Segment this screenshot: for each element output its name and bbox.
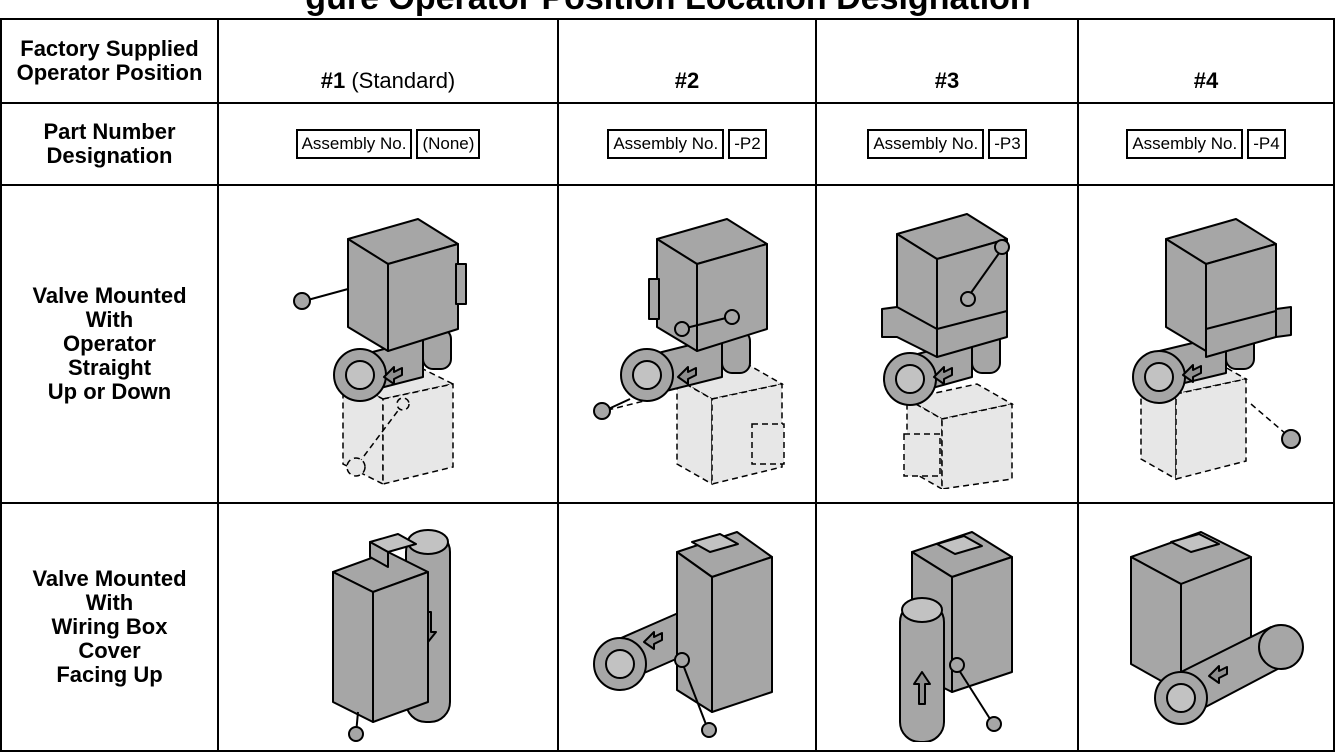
valve-illustration-cover-2	[557, 502, 817, 752]
valve-up-2-graphic	[593, 218, 785, 486]
valve-illustration-up-2	[557, 184, 817, 504]
valve-cover-4-graphic	[1130, 531, 1304, 725]
valve-illustration-up-4	[1077, 184, 1335, 504]
part-number-label: Part Number Designation	[0, 102, 219, 186]
valve-up-1-graphic	[293, 218, 467, 486]
valve-illustration-up-3	[815, 184, 1079, 504]
valve-cover-2-graphic	[593, 531, 773, 738]
valve-illustration-cover-3	[815, 502, 1079, 752]
assembly-no-box: Assembly No.	[1126, 129, 1244, 159]
valve-up-4-graphic	[1132, 218, 1301, 481]
assembly-no-box: Assembly No.	[295, 129, 413, 159]
header-row: Factory Supplied Operator Position #1 (S…	[0, 18, 1335, 104]
operator-position-table: Factory Supplied Operator Position #1 (S…	[0, 18, 1335, 752]
valve-cover-3-graphic	[899, 531, 1013, 742]
valve-up-3-graphic	[881, 213, 1015, 489]
straight-up-down-label: Valve Mounted With Operator Straight Up …	[0, 184, 219, 504]
valve-illustration-cover-1	[217, 502, 559, 752]
straight-up-down-row: Valve Mounted With Operator Straight Up …	[0, 184, 1335, 504]
assembly-no-box: Assembly No.	[867, 129, 985, 159]
cover-facing-up-row: Valve Mounted With Wiring Box Cover Faci…	[0, 502, 1335, 752]
part-number-cell-1: Assembly No. (None)	[217, 102, 559, 186]
figure-title: gure Operator Position Location Designat…	[0, 0, 1336, 18]
suffix-box: -P4	[1247, 129, 1286, 159]
suffix-box: -P2	[728, 129, 767, 159]
column-3-header: #3	[815, 18, 1079, 104]
valve-cover-1-graphic	[332, 529, 451, 742]
suffix-box: -P3	[988, 129, 1027, 159]
assembly-no-box: Assembly No.	[607, 129, 725, 159]
suffix-box: (None)	[416, 129, 481, 159]
part-number-cell-4: Assembly No. -P4	[1077, 102, 1335, 186]
part-number-row: Part Number Designation Assembly No. (No…	[0, 102, 1335, 186]
factory-supplied-label: Factory Supplied Operator Position	[0, 18, 219, 104]
valve-illustration-up-1	[217, 184, 559, 504]
column-1-header: #1 (Standard)	[217, 18, 559, 104]
part-number-cell-2: Assembly No. -P2	[557, 102, 817, 186]
cover-facing-up-label: Valve Mounted With Wiring Box Cover Faci…	[0, 502, 219, 752]
column-4-header: #4	[1077, 18, 1335, 104]
column-2-header: #2	[557, 18, 817, 104]
part-number-cell-3: Assembly No. -P3	[815, 102, 1079, 186]
valve-illustration-cover-4	[1077, 502, 1335, 752]
